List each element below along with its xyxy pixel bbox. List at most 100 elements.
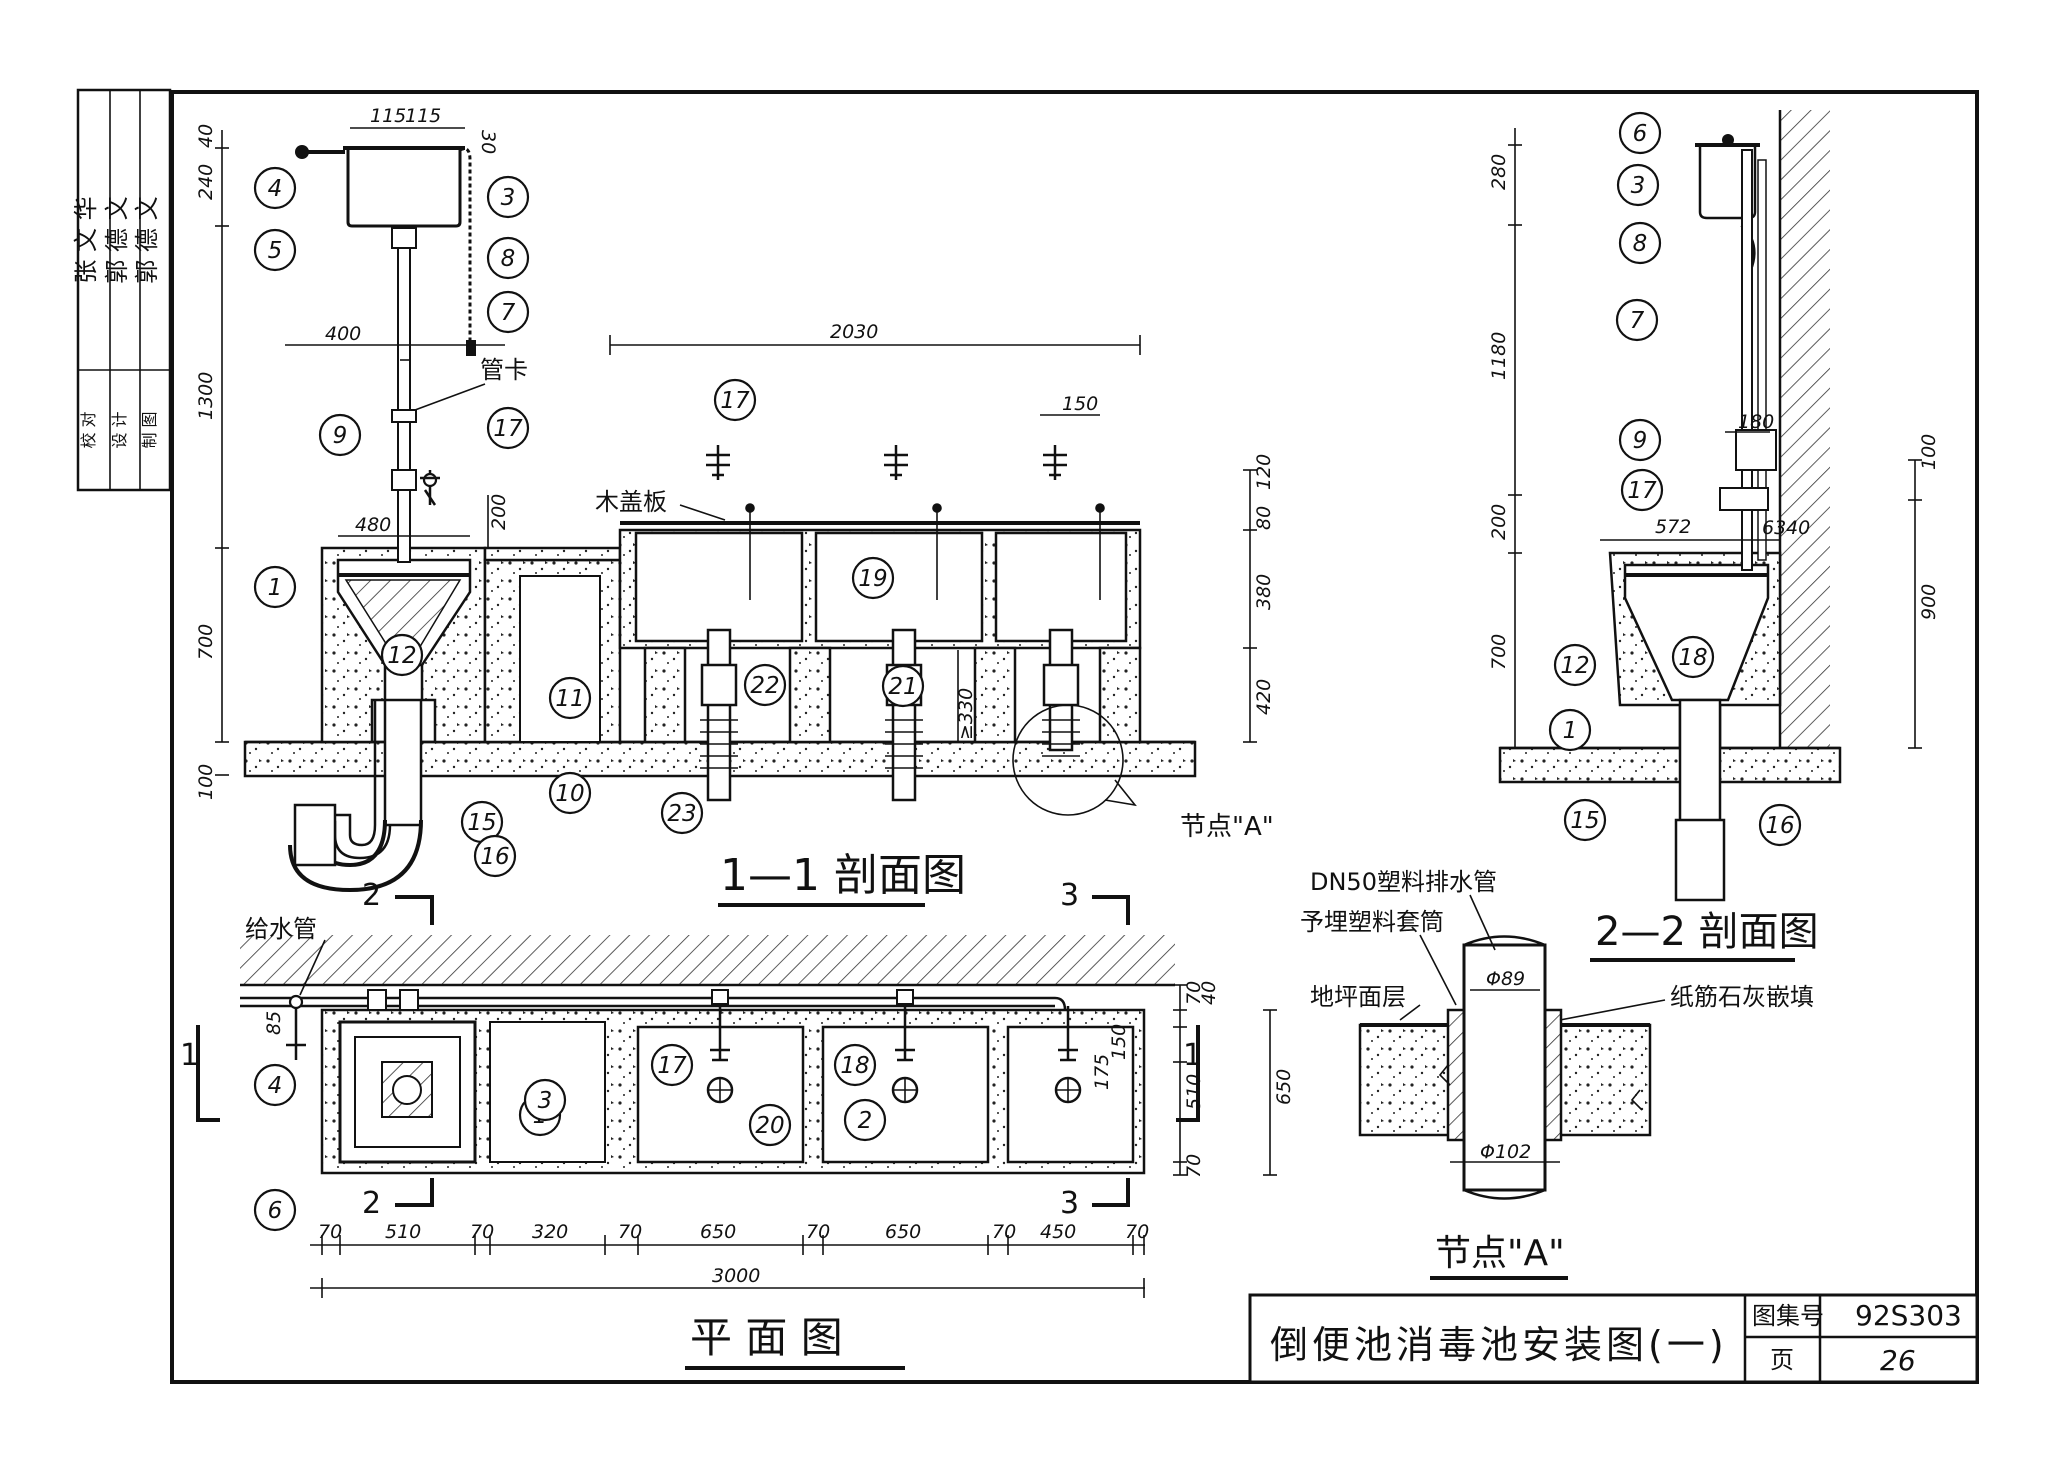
part-number-label: 12 (1560, 653, 1589, 679)
part-balloon-circle (833, 1043, 877, 1087)
part-balloon-circle (843, 1098, 887, 1142)
part-balloon-circle (253, 565, 297, 609)
part-balloon-circle (548, 676, 592, 720)
approval-role-2: 设 计 (110, 411, 129, 448)
part-number-label: 11 (555, 686, 584, 712)
dim-900: 900 (1918, 584, 1940, 620)
dim-650: 650 (1273, 1069, 1295, 1105)
approval-name-2: 郭 德 文 (103, 196, 131, 283)
part-balloon-circle (486, 406, 530, 450)
part-number-label: 9 (333, 423, 348, 449)
part-number-label: 4 (268, 176, 283, 202)
dim-seg-9: 450 (1040, 1221, 1076, 1243)
sheet-border (170, 90, 1979, 1384)
part-balloon-circle (1553, 643, 1597, 687)
part-number-label: 6 (1633, 121, 1648, 147)
label-water-supply: 给水管 (245, 915, 317, 943)
dim-r150: 150 (1108, 1024, 1130, 1060)
section-mark-3-bot: 3 (1060, 1186, 1079, 1221)
part-number-label: 8 (501, 246, 516, 272)
part-number-label: 17 (657, 1053, 687, 1079)
dim-seg-3: 320 (532, 1221, 568, 1243)
dim-r70a: 70 (1183, 981, 1205, 1005)
part-balloon-circle (473, 834, 517, 878)
dim-seg-7: 650 (885, 1221, 921, 1243)
dim-seg-10: 70 (1125, 1221, 1149, 1243)
part-number-label: 16 (480, 844, 509, 870)
part-balloon-circle (253, 228, 297, 272)
dim-1300: 1300 (195, 372, 217, 420)
label-sleeve: 予埋塑料套筒 (1300, 908, 1444, 936)
dim-400: 400 (325, 323, 361, 345)
part-balloon-circle (713, 378, 757, 422)
part-balloon-circle (1615, 298, 1659, 342)
part-number-label: 17 (493, 416, 523, 442)
part-balloon-circle (486, 175, 530, 219)
dim-r175: 175 (1091, 1054, 1113, 1090)
part-number-label: 12 (387, 643, 416, 669)
part-number-label: 4 (268, 1073, 283, 1099)
part-balloon-circle (548, 771, 592, 815)
dim-63: 63 (1762, 517, 1786, 539)
part-balloon-circle (380, 633, 424, 677)
drain-grate-icon (706, 1076, 1082, 1104)
approval-name-3: 郭 德 文 (133, 196, 161, 283)
part-number-label: 18 (1678, 645, 1707, 671)
detail-a-callout: 节点"A" (1180, 812, 1274, 842)
part-balloon-circle (1618, 111, 1662, 155)
view-title-2-2: 2—2 剖面图 (1595, 909, 1819, 955)
dim-seg-2: 70 (470, 1221, 494, 1243)
dim-1180: 1180 (1488, 332, 1510, 380)
view-title-1-1: 1—1 剖面图 (720, 850, 966, 901)
drawing-title: 倒便池消毒池安装图(一) (1270, 1323, 1728, 1367)
part-number-label: 9 (1633, 428, 1648, 454)
dim-80: 80 (1253, 506, 1275, 530)
part-balloon-circle (486, 290, 530, 334)
approval-role-1: 校 对 (79, 411, 98, 448)
label-dn50: DN50塑料排水管 (1310, 868, 1497, 896)
part-number-label: 7 (501, 300, 516, 326)
dim-seg-0: 70 (318, 1221, 342, 1243)
dim-420: 420 (1253, 679, 1275, 715)
dim-40: 40 (195, 124, 217, 148)
dim-100: 100 (195, 764, 217, 800)
tap-icon (706, 445, 1067, 480)
dim-280: 280 (1488, 154, 1510, 190)
dim-seg-6: 70 (806, 1221, 830, 1243)
page-number: 26 (1880, 1344, 1916, 1377)
page-label: 页 (1770, 1346, 1794, 1374)
part-balloon-circle (318, 413, 362, 457)
part-balloon-circle (851, 556, 895, 600)
part-number-label: 5 (268, 238, 283, 264)
part-number-label: 3 (501, 185, 516, 211)
part-balloon-circle (1620, 468, 1664, 512)
atlas-number: 92S303 (1855, 1299, 1962, 1332)
dim-700b: 700 (1488, 634, 1510, 670)
part-balloon-circle (1671, 635, 1715, 679)
dim-30: 30 (477, 130, 499, 154)
section-2-2: 280 1180 200 700 572 180 63 40 100 900 2… (1488, 110, 1940, 962)
dim-240: 240 (195, 164, 217, 200)
part-balloon-circle (253, 1063, 297, 1107)
section-mark-2-top: 2 (362, 878, 381, 913)
part-number-label: 17 (1627, 478, 1657, 504)
dim-480: 480 (355, 514, 391, 536)
dim-r510: 510 (1183, 1074, 1205, 1110)
view-title-detail-a: 节点"A" (1435, 1233, 1565, 1274)
section-mark-3-top: 3 (1060, 878, 1079, 913)
dim-180: 180 (1738, 411, 1774, 433)
label-pipe-clamp: 管卡 (480, 356, 528, 384)
part-balloon-circle (486, 236, 530, 280)
part-balloon-circle (523, 1078, 567, 1122)
part-number-label: 23 (667, 801, 696, 827)
dim-200: 200 (488, 494, 510, 530)
part-number-label: 17 (720, 388, 750, 414)
dim-seg-1: 510 (385, 1221, 421, 1243)
dim-r40: 40 (1198, 981, 1220, 1005)
part-balloon-circle (1616, 163, 1660, 207)
label-dia-102: Φ102 (1480, 1141, 1531, 1163)
dim-40b: 40 (1786, 517, 1810, 539)
dim-700: 700 (195, 624, 217, 660)
part-number-label: 19 (858, 566, 887, 592)
label-floor-layer: 地坪面层 (1310, 983, 1406, 1011)
